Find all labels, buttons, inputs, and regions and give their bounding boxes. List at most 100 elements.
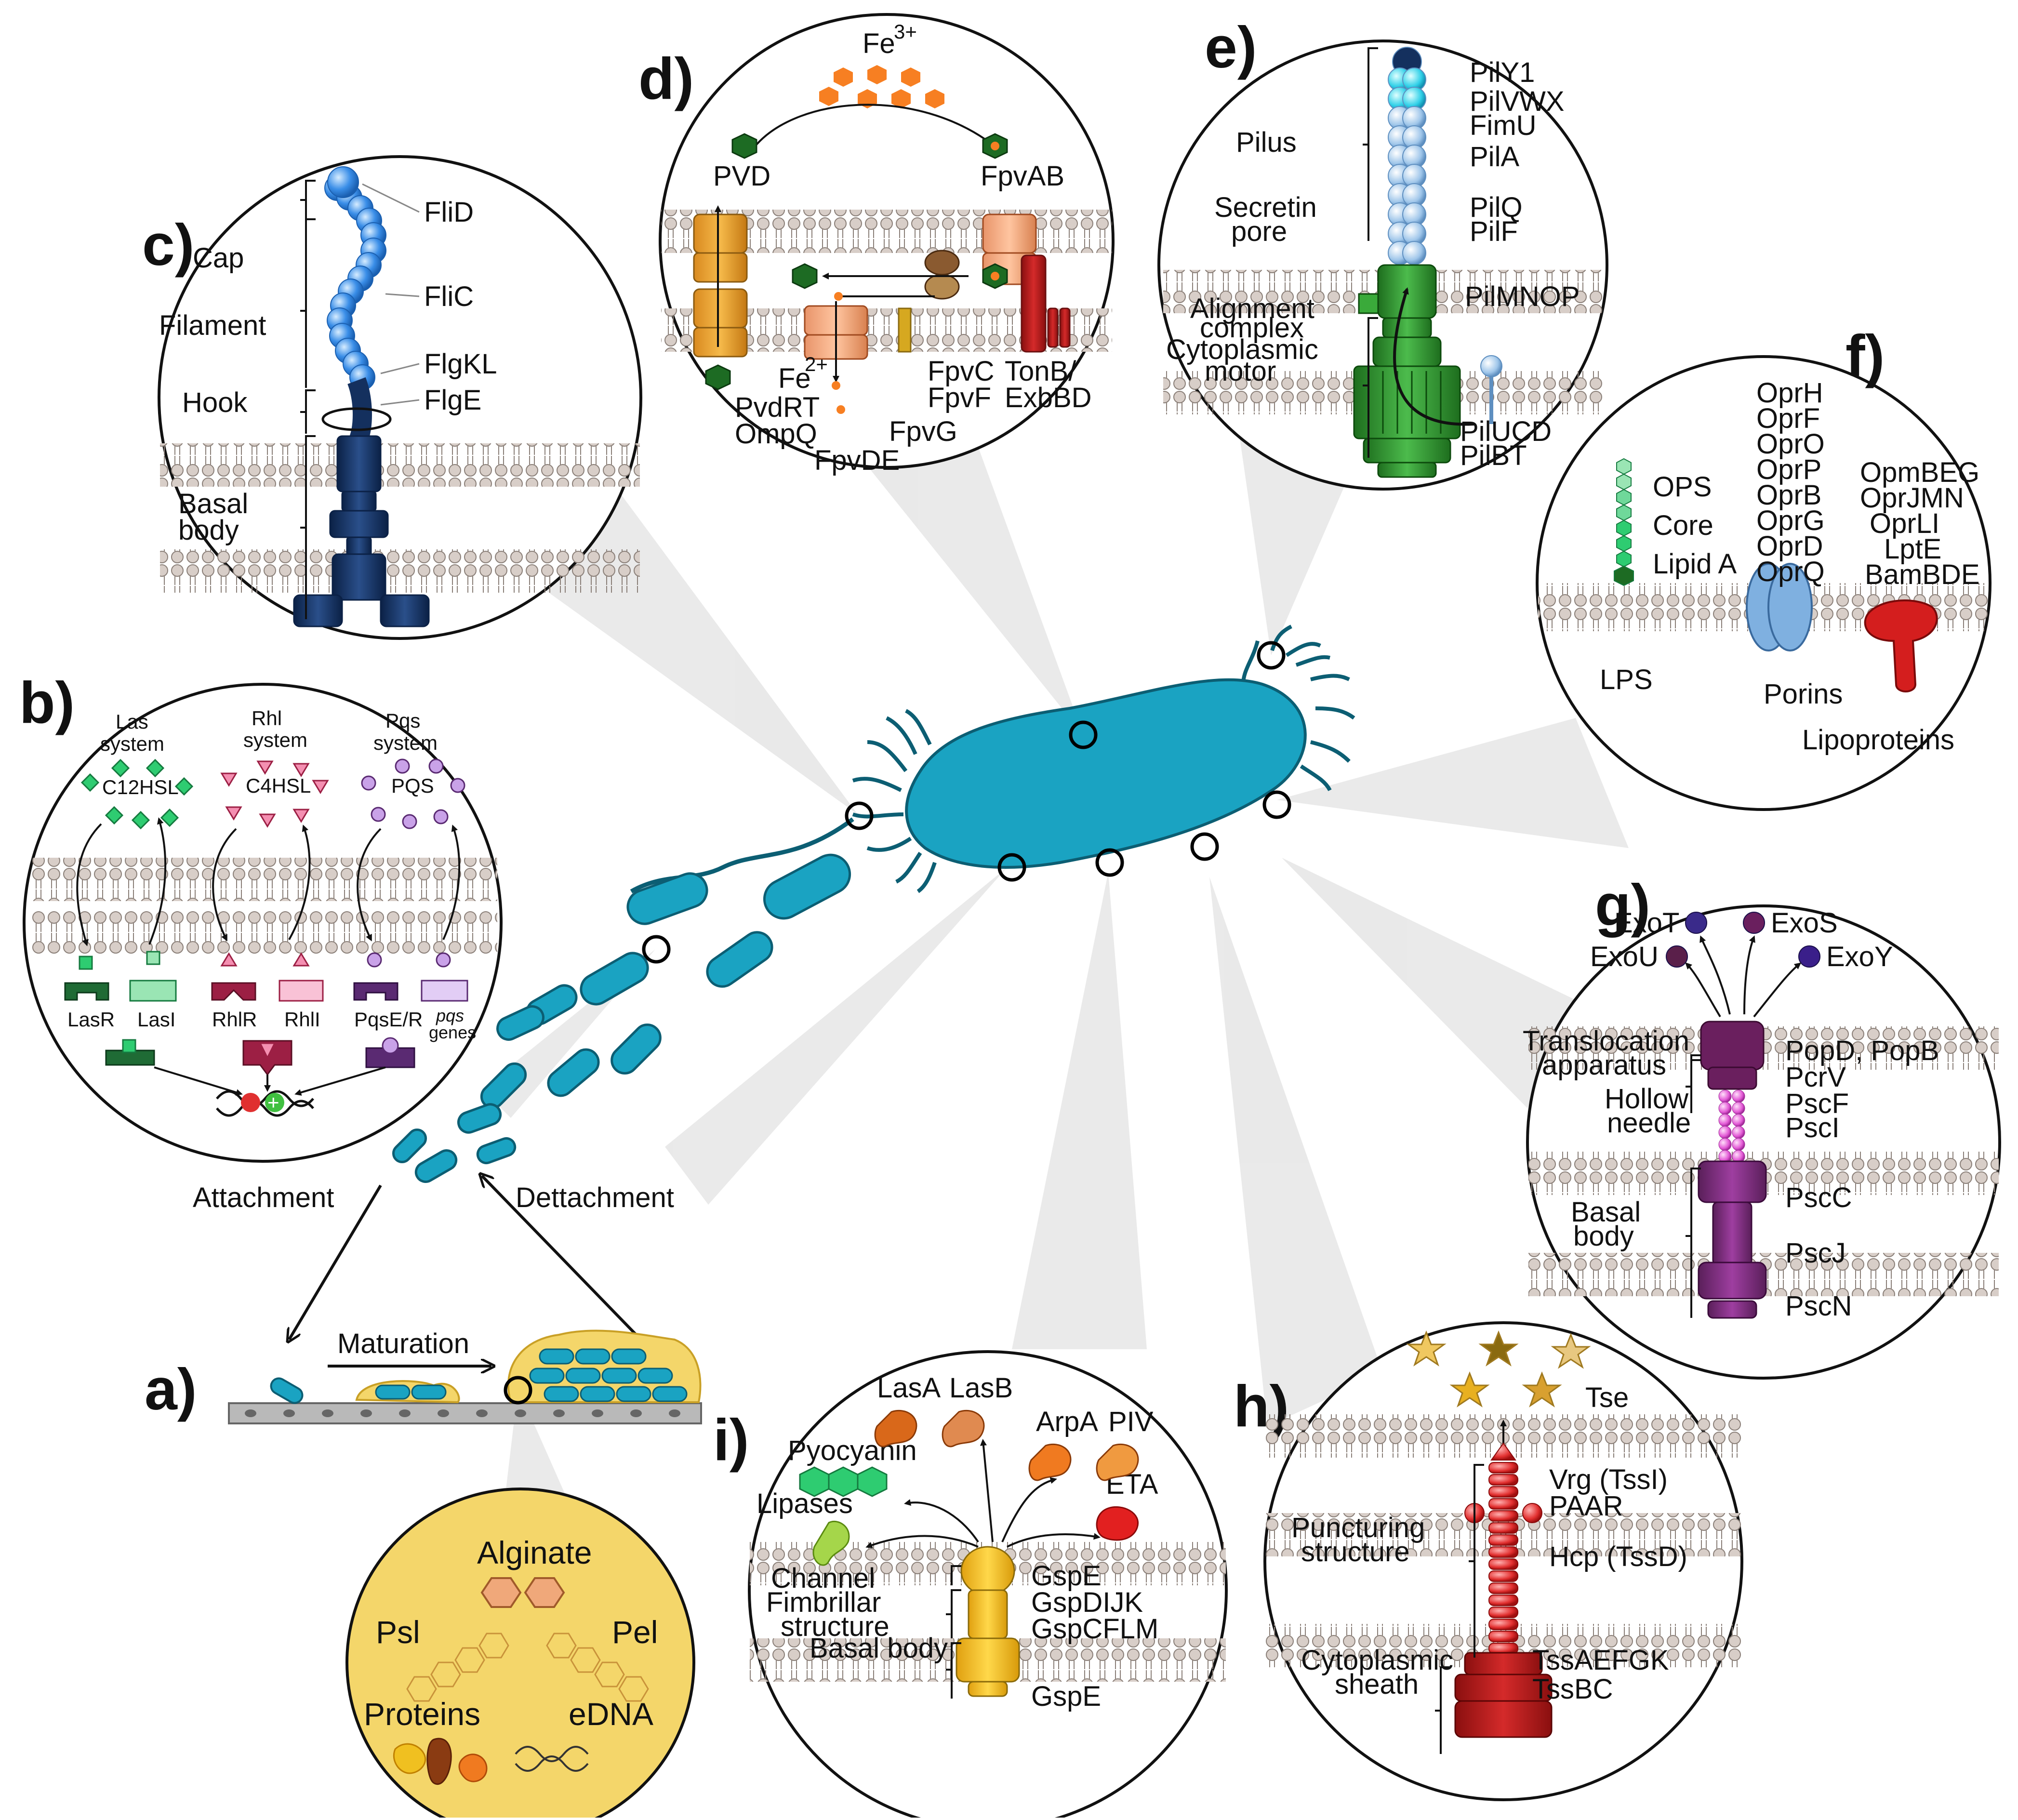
pel-label: Pel (612, 1614, 658, 1650)
gspdijk-label: GspDIJK (1031, 1587, 1143, 1618)
core-label: Core (1653, 510, 1713, 541)
exou-label: ExoU (1590, 941, 1659, 972)
pcrv-label: PcrV (1785, 1062, 1846, 1093)
pscj-label: PscJ (1785, 1237, 1846, 1269)
panel-i: i) LasA LasB ArpA PIV Pyocyanin ETA Lipa… (713, 1350, 1228, 1820)
panels-f-lipo_list-3-label: LptE (1884, 533, 1941, 565)
pilvwx-label: PilVWX (1470, 86, 1565, 117)
matrix-circle: Alginate Psl Pel Proteins eDNA (345, 1488, 695, 1820)
pqser-label: PqsE/R (354, 1008, 423, 1031)
rotation-arrow (321, 407, 392, 431)
pilucd-label: PilUCD (1460, 416, 1552, 447)
porin-list: OprH OprF OprO OprP OprB OprG OprD OprQ (1756, 377, 1825, 587)
panels-f-porins_list-5-label: OprG (1756, 505, 1825, 536)
ops-label: OPS (1653, 471, 1712, 503)
attachment-label: Attachment (193, 1182, 334, 1213)
g-basal-label: Basal (1571, 1196, 1641, 1228)
panel-e: e) (1157, 14, 1608, 491)
gspcflm-label: GspCFLM (1031, 1613, 1158, 1645)
panels-f-porins_list-6-label: OprD (1756, 531, 1823, 562)
lasi-label: LasI (137, 1008, 175, 1031)
panel-a: a) Attachment Maturation Dettachment (145, 1176, 702, 1820)
hcp-label: Hcp (TssD) (1549, 1541, 1687, 1572)
rhl-system-label2: system (243, 729, 307, 751)
fe3-label: Fe (863, 28, 895, 59)
panel-a-letter: a) (145, 1356, 197, 1422)
tse-label: Tse (1585, 1382, 1629, 1413)
bacterium-main (630, 624, 1355, 964)
hollow-needle (1718, 1089, 1745, 1163)
panels-f-lipo_list-2-label: OprLI (1870, 508, 1939, 539)
detachment-arrow (482, 1176, 642, 1341)
hollow-label: Hollow (1605, 1083, 1689, 1115)
attachment-arrow (289, 1184, 382, 1340)
lasb-label: LasB (949, 1372, 1013, 1404)
flagellum-filament (324, 175, 386, 390)
exos-label: ExoS (1771, 907, 1838, 939)
fe3-charge: 3+ (894, 20, 917, 43)
pyocyanin-shape (799, 1466, 888, 1497)
panel-c: c) Cap Filament (142, 155, 642, 640)
rhl-system-label: Rhl (252, 707, 282, 730)
i-structure-label: structure (781, 1611, 890, 1642)
fpvab-label: FpvAB (981, 160, 1064, 192)
fpvc-label: FpvC (928, 356, 995, 387)
panel-g: g) ExoT ExoS ExoU ExoY (1523, 872, 2001, 1380)
fpvg-label: FpvG (889, 416, 957, 447)
pilq-label: PilQ (1470, 192, 1523, 223)
tssbc-label: TssBC (1532, 1674, 1613, 1705)
porin-shape (1746, 563, 1813, 651)
pvd-label: PVD (713, 160, 770, 192)
fe2-charge: 2+ (805, 353, 828, 375)
t3ss-basal-body (1698, 1160, 1767, 1319)
panel-e-letter: e) (1205, 14, 1257, 80)
pilbt-label: PilBT (1460, 440, 1527, 471)
t6ss-baseplate (1454, 1652, 1553, 1738)
lipoprotein-list: OpmBEG OprJMN OprLI LptE BamBDE (1860, 457, 1980, 590)
lasa-label: LasA (877, 1372, 941, 1404)
psl-label: Psl (376, 1614, 420, 1650)
lipoproteins-label: Lipoproteins (1802, 724, 1954, 756)
basal-label: Basal (178, 488, 248, 519)
lasr-label: LasR (67, 1008, 115, 1031)
vrg-label: Vrg (TssI) (1549, 1464, 1668, 1495)
panel-b-letter: b) (19, 670, 75, 735)
las-system-label2: system (100, 732, 164, 755)
i-basal-body-label: Basal body (810, 1633, 948, 1664)
flge-label: FlgE (424, 385, 481, 416)
panels-f-porins_list-0-label: OprH (1756, 377, 1823, 409)
fimu-label: FimU (1470, 110, 1537, 141)
panels-f-porins_list-2-label: OprO (1756, 428, 1825, 460)
exot-label: ExoT (1614, 907, 1679, 939)
pvdrt-label: PvdRT (735, 392, 820, 423)
panel-b: b) Las system C12HSL LasR LasI Rhl syste… (19, 670, 503, 1163)
panel-c-letter: c) (142, 212, 194, 278)
gspe-top-label: GspE (1031, 1560, 1101, 1592)
secretin-label: Secretin (1214, 192, 1317, 223)
complex-label: complex (1200, 312, 1304, 344)
popd-popb-label: PopD, PopB (1785, 1035, 1939, 1066)
fpvde-label: FpvDE (814, 445, 900, 476)
flagellum-tail (630, 817, 854, 893)
pili-left (852, 709, 937, 893)
fpvf-label: FpvF (928, 382, 991, 413)
flid-label: FliD (424, 197, 474, 228)
panels-f-porins_list-4-label: OprB (1756, 479, 1821, 511)
panels-f-lipo_list-4-label: BamBDE (1865, 559, 1980, 590)
lps-label: LPS (1600, 664, 1653, 695)
panel-f: f) OPS Core Lipid A LPS Porins OprH OprF… (1536, 323, 1991, 811)
alginate-label: Alginate (477, 1535, 592, 1570)
pily1-label: PilY1 (1470, 57, 1535, 88)
gspe-bottom-label: GspE (1031, 1681, 1101, 1712)
porins-label: Porins (1764, 678, 1843, 710)
c4hsl-label: C4HSL (246, 774, 311, 797)
alignment-label: Alignment (1190, 293, 1314, 324)
arpa-label: ArpA (1036, 1406, 1098, 1437)
pqs-label: PQS (391, 774, 434, 797)
svg-text:+: + (267, 1091, 279, 1114)
translocation-label: Translocation (1523, 1025, 1689, 1057)
h-structure-label: structure (1301, 1536, 1410, 1568)
secreted-proteins (812, 1409, 1139, 1566)
flgkl-label: FlgKL (424, 348, 497, 380)
pqs-genes-label: pqs (436, 1006, 464, 1025)
